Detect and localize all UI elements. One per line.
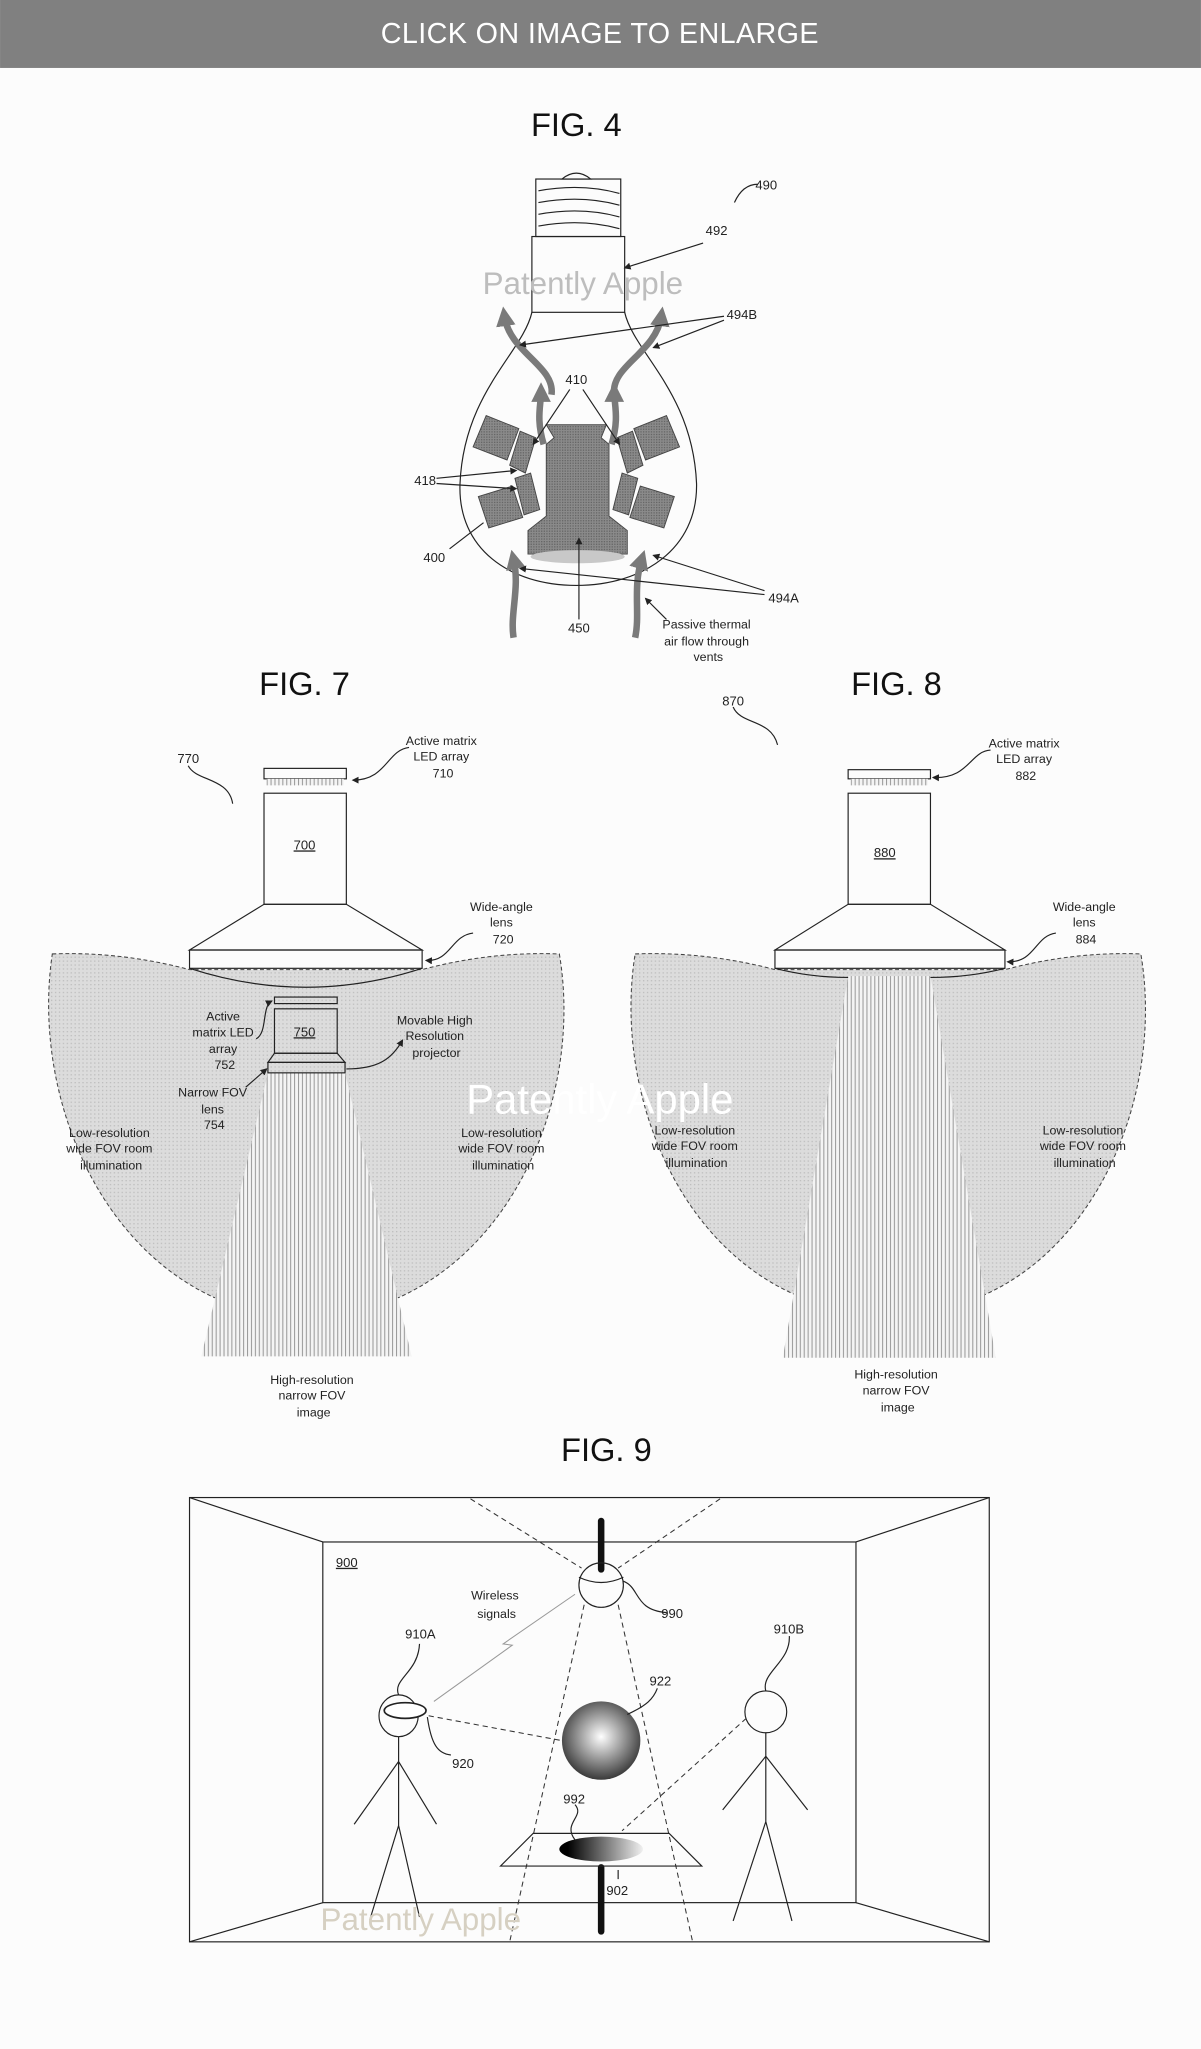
device-990 bbox=[578, 1562, 624, 1608]
fig7-led-array bbox=[263, 767, 347, 780]
figure-7: FIG. 7 700 750 770 Active matrix LED arr… bbox=[48, 665, 565, 1420]
label-700: 700 bbox=[294, 837, 316, 852]
label-770: 770 bbox=[177, 751, 199, 766]
label-490: 490 bbox=[755, 177, 777, 192]
watermark-fig9: Patently Apple bbox=[321, 1902, 521, 1937]
enlarge-banner-text[interactable]: CLICK ON IMAGE TO ENLARGE bbox=[381, 18, 819, 50]
figure-9: FIG. 9 900 990 922 992 902 bbox=[188, 1431, 990, 1943]
fig9-title: FIG. 9 bbox=[561, 1431, 652, 1468]
label-990: 990 bbox=[661, 1606, 683, 1621]
label-494A: 494A bbox=[768, 590, 799, 605]
table-image-992 bbox=[559, 1836, 643, 1862]
fig8-narrow-beam bbox=[782, 976, 996, 1358]
fig4-callouts: 490 492 494B 410 418 400 450 494A Passiv… bbox=[414, 177, 799, 664]
fig7-narrow-lens-label: Narrow FOV lens 754 bbox=[178, 1085, 250, 1132]
fig7-title: FIG. 7 bbox=[259, 665, 350, 702]
label-418: 418 bbox=[414, 473, 436, 488]
fig8-low-res-right: Low-resolution wide FOV room illuminatio… bbox=[1039, 1123, 1130, 1170]
label-450: 450 bbox=[568, 620, 590, 635]
label-902: 902 bbox=[606, 1883, 628, 1898]
label-880: 880 bbox=[874, 845, 896, 860]
fig7-low-res-right: Low-resolution wide FOV room illuminatio… bbox=[457, 1126, 548, 1173]
fig8-wide-lens-label: Wide-angle lens 884 bbox=[1053, 900, 1119, 947]
fig4-title: FIG. 4 bbox=[531, 106, 622, 143]
label-410: 410 bbox=[565, 372, 587, 387]
wireless-signal-icon bbox=[433, 1593, 576, 1702]
wireless-signals-label: Wireless signals bbox=[471, 1588, 522, 1620]
person-910B bbox=[722, 1690, 809, 1922]
room-900: 900 bbox=[188, 1496, 990, 1943]
fig7-wide-angle-lens bbox=[188, 949, 423, 969]
watermark-fig4: Patently Apple bbox=[483, 266, 683, 301]
label-910B: 910B bbox=[774, 1621, 805, 1636]
label-492: 492 bbox=[706, 223, 728, 238]
figure-8: FIG. 8 880 870 Active matrix LED array 8… bbox=[630, 665, 1146, 1415]
label-992: 992 bbox=[563, 1791, 585, 1806]
fig8-led-array-label: Active matrix LED array 882 bbox=[989, 736, 1063, 783]
figure-4: FIG. 4 bbox=[414, 106, 799, 664]
label-922: 922 bbox=[650, 1674, 672, 1689]
fig8-low-res-left: Low-resolution wide FOV room illuminatio… bbox=[651, 1123, 742, 1170]
hologram-sphere-922 bbox=[561, 1701, 641, 1780]
bulb-drawing bbox=[459, 172, 698, 639]
person-910A bbox=[353, 1694, 438, 1920]
fig7-narrow-beam bbox=[201, 1072, 412, 1357]
label-910A: 910A bbox=[405, 1627, 436, 1642]
fig7-high-res-label: High-resolution narrow FOV image bbox=[270, 1373, 357, 1420]
fig7-small-led-label: Active matrix LED array 752 bbox=[192, 1010, 257, 1072]
fig8-led-array bbox=[847, 769, 932, 780]
label-750: 750 bbox=[294, 1024, 316, 1039]
fig7-low-res-left: Low-resolution wide FOV room illuminatio… bbox=[65, 1126, 156, 1173]
label-900: 900 bbox=[336, 1555, 358, 1570]
fig7-wide-lens-label: Wide-angle lens 720 bbox=[470, 900, 536, 947]
passive-airflow-label: Passive thermal air flow through vents bbox=[662, 618, 754, 665]
fig8-title: FIG. 8 bbox=[851, 665, 942, 702]
enlarge-banner[interactable]: CLICK ON IMAGE TO ENLARGE bbox=[0, 0, 1201, 68]
fig8-high-res-label: High-resolution narrow FOV image bbox=[854, 1368, 941, 1415]
fig8-wide-angle-lens bbox=[774, 949, 1006, 969]
watermark-fig7-8: Patently Apple bbox=[466, 1075, 733, 1122]
label-870: 870 bbox=[722, 694, 744, 709]
fig7-projector-label: Movable High Resolution projector bbox=[397, 1014, 476, 1061]
label-920: 920 bbox=[452, 1756, 474, 1771]
label-494B: 494B bbox=[727, 307, 758, 322]
label-400: 400 bbox=[423, 550, 445, 565]
headset-920 bbox=[383, 1701, 427, 1720]
table-902 bbox=[499, 1832, 704, 1867]
fig7-led-array-label: Active matrix LED array 710 bbox=[406, 734, 480, 781]
